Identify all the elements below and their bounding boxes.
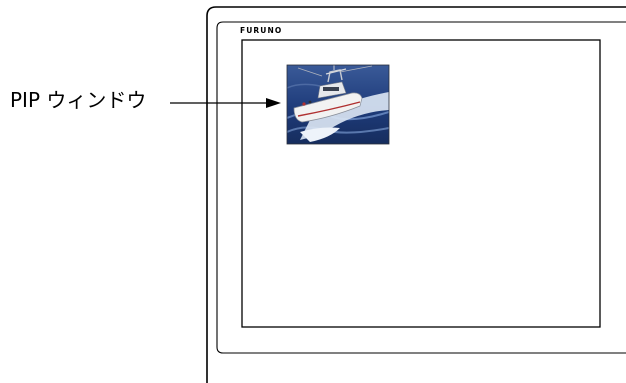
callout-arrow	[170, 98, 281, 108]
device-bezel	[206, 6, 626, 383]
brand-logo: FURUNO	[240, 26, 283, 35]
boat-icon	[293, 65, 373, 123]
pip-window[interactable]	[287, 64, 389, 144]
device-inner-bezel	[216, 21, 626, 354]
pip-window-label: PIP ウィンドウ	[10, 88, 147, 112]
